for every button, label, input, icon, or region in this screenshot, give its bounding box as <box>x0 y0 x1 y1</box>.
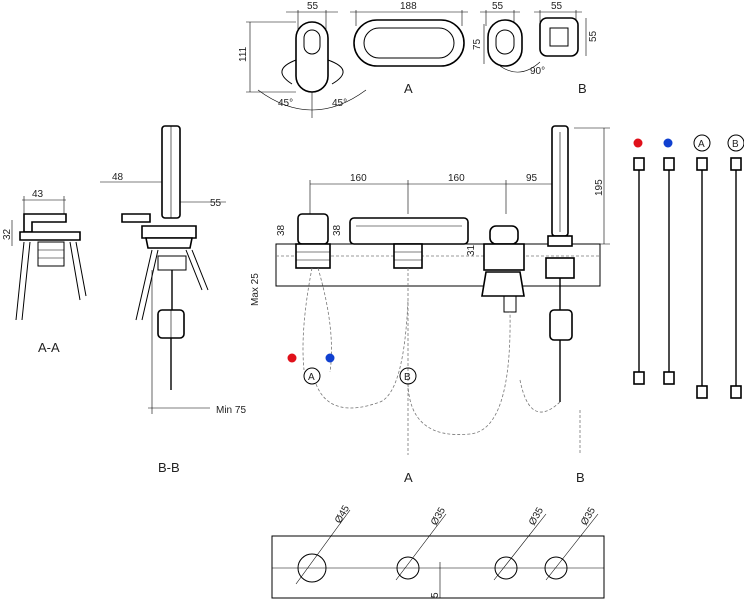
circle-b-front: B <box>404 372 411 383</box>
dim-31: 31 <box>466 244 477 256</box>
dim-48: 48 <box>112 172 124 183</box>
hole-35-b <box>494 556 518 580</box>
dia-35-b: Ø35 <box>527 505 546 527</box>
max-25: Max 25 <box>250 273 261 306</box>
dim-160-a: 160 <box>350 173 367 184</box>
section-a-a: 43 32 A-A <box>2 189 87 355</box>
section-a-a-title: A-A <box>38 340 60 355</box>
dim-55-holder-h: 55 <box>588 30 599 42</box>
dim-188: 188 <box>400 1 417 12</box>
dim-55-diverter: 55 <box>492 1 504 12</box>
front-view: 160 160 95 195 Max 25 38 38 31 <box>250 125 610 485</box>
hot-marker <box>633 138 643 148</box>
dim-38-a: 38 <box>276 224 287 236</box>
top-view-diverter: 55 75 90° <box>472 1 545 77</box>
hole-35-c <box>544 556 568 580</box>
dim-32: 32 <box>2 228 13 240</box>
circle-a-front: A <box>308 372 315 383</box>
dim-55-bb: 55 <box>210 198 222 209</box>
mounting-plate: Ø45 Ø35 Ø35 Ø35 5 <box>271 503 605 599</box>
cold-marker-front <box>325 353 335 363</box>
cold-marker <box>663 138 673 148</box>
section-b-b-title: B-B <box>158 460 180 475</box>
dim-160-b: 160 <box>448 173 465 184</box>
section-b-b: 48 55 Min 75 B-B <box>100 125 246 475</box>
top-view-handshower-holder: 55 55 B <box>534 1 599 96</box>
hole-35-a <box>396 556 420 580</box>
dia-35-c: Ø35 <box>579 505 598 527</box>
dim-75: 75 <box>472 38 483 50</box>
bottom-label-a: A <box>404 470 413 485</box>
hose-label-b: B <box>732 139 739 150</box>
dia-35-a: Ø35 <box>429 505 448 527</box>
min-75: Min 75 <box>216 405 246 416</box>
hoses-set: A B <box>633 134 744 399</box>
dim-5: 5 <box>430 592 441 598</box>
dia-45: Ø45 <box>333 503 352 525</box>
hose-label-a: A <box>698 139 705 150</box>
view-label-b: B <box>578 81 587 96</box>
angle-90: 90° <box>530 66 545 77</box>
dim-55-lever: 55 <box>307 1 319 12</box>
hole-45 <box>297 553 327 583</box>
hot-marker-front <box>287 353 297 363</box>
top-view-spout: 188 A <box>350 1 468 96</box>
angle-45-left: 45° <box>278 98 293 109</box>
dim-43: 43 <box>32 189 44 200</box>
dim-95: 95 <box>526 173 538 184</box>
dim-38-b: 38 <box>332 224 343 236</box>
bottom-label-b: B <box>576 470 585 485</box>
top-view-lever: 55 111 45° 45° <box>238 1 367 118</box>
dim-55-holder-w: 55 <box>551 1 563 12</box>
plate-outline <box>271 535 605 599</box>
angle-45-right: 45° <box>332 98 347 109</box>
view-label-a: A <box>404 81 413 96</box>
dim-111: 111 <box>238 46 249 62</box>
dim-195: 195 <box>594 179 605 196</box>
